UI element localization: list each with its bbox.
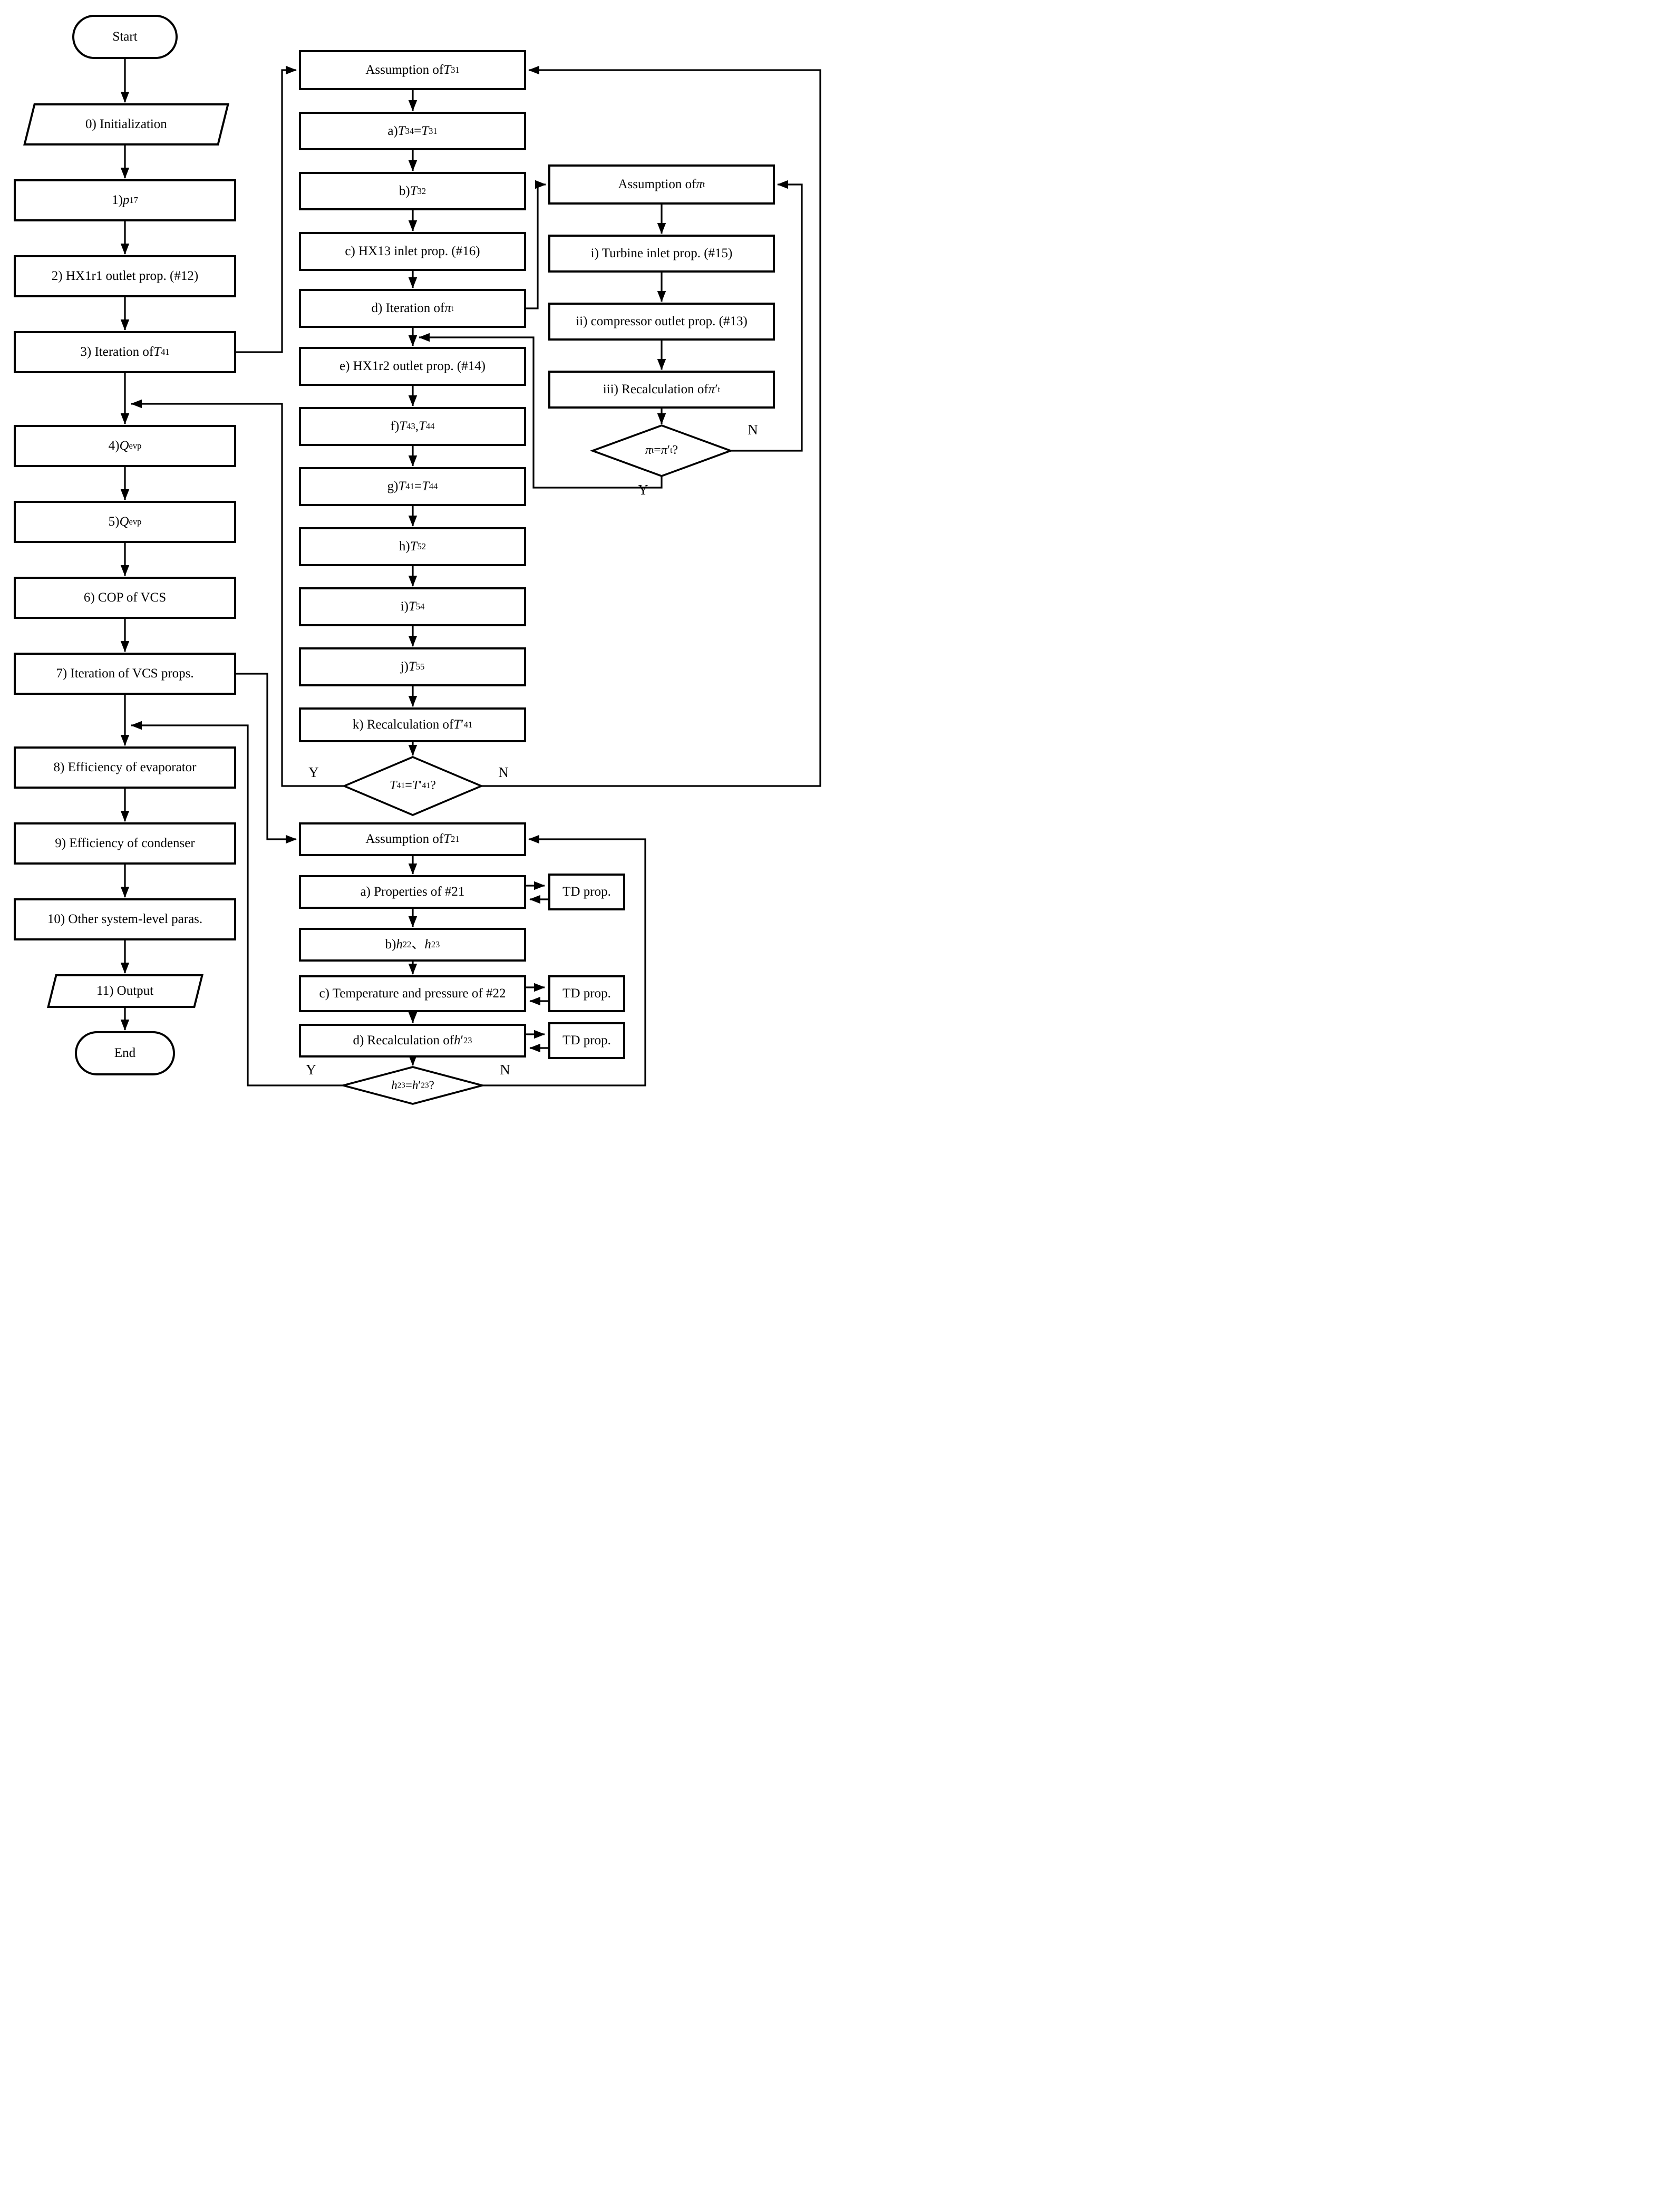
td-prop-arrows [525, 881, 549, 1053]
decision-t41-diamond [342, 756, 484, 816]
node-output: 11) Output [47, 974, 203, 1008]
node-output-label: 11) Output [96, 984, 154, 998]
branch-label-t41-yes: Y [308, 764, 319, 780]
node-temp-pressure-22: c) Temperature and pressure of #22 [299, 975, 526, 1012]
t41-yes-return [131, 399, 344, 787]
node-initialization-label: 0) Initialization [85, 117, 167, 131]
node-turbine-inlet: i) Turbine inlet prop. (#15) [548, 235, 775, 273]
branch-label-h23-yes: Y [306, 1061, 316, 1078]
node-other-system-params: 10) Other system-level paras. [14, 898, 236, 940]
branch-label-h23-no: N [500, 1061, 510, 1078]
node-e-hx1r2-outlet: e) HX1r2 outlet prop. (#14) [299, 347, 526, 386]
node-efficiency-condenser: 9) Efficiency of condenser [14, 822, 236, 865]
s7-to-asm-t21 [236, 673, 297, 844]
branch-label-pi-no: N [748, 421, 758, 438]
h23-no-return [482, 835, 646, 1086]
td-prop-box-3: TD prop. [548, 1022, 625, 1059]
node-end: End [75, 1031, 175, 1075]
node-compressor-outlet: ii) compressor outlet prop. (#13) [548, 303, 775, 341]
s3-to-asm-t31 [236, 65, 297, 353]
node-k-recalculation-t41: k) Recalculation of T′41 [299, 707, 526, 742]
loop-connectors [131, 65, 821, 1086]
td-prop-box-1: TD prop. [548, 874, 625, 910]
node-properties-21: a) Properties of #21 [299, 875, 526, 909]
td-prop-box-2: TD prop. [548, 975, 625, 1012]
branch-label-t41-no: N [498, 764, 509, 780]
node-cop-vcs: 6) COP of VCS [14, 577, 236, 619]
d-to-asm-pi [526, 180, 546, 309]
node-recalculation-pi: iii) Recalculation of π′t [548, 371, 775, 409]
node-efficiency-evaporator: 8) Efficiency of evaporator [14, 746, 236, 789]
node-initialization: 0) Initialization [23, 103, 229, 145]
t41-no-return [481, 65, 821, 787]
node-hx1r1-outlet: 2) HX1r1 outlet prop. (#12) [14, 255, 236, 297]
pi-yes-return [419, 333, 663, 489]
node-start: Start [72, 15, 178, 59]
node-iteration-vcs-props: 7) Iteration of VCS props. [14, 653, 236, 695]
connector-layer [120, 59, 821, 1105]
decision-pi-diamond [589, 424, 734, 477]
pi-no-return [731, 180, 803, 452]
h23-yes-return [131, 721, 343, 1086]
node-c-hx13-inlet: c) HX13 inlet prop. (#16) [299, 232, 526, 271]
decision-h23-diamond [339, 1066, 487, 1105]
node-recalculation-h23: d) Recalculation of h′23 [299, 1024, 526, 1058]
branch-label-pi-yes: Y [638, 481, 648, 498]
